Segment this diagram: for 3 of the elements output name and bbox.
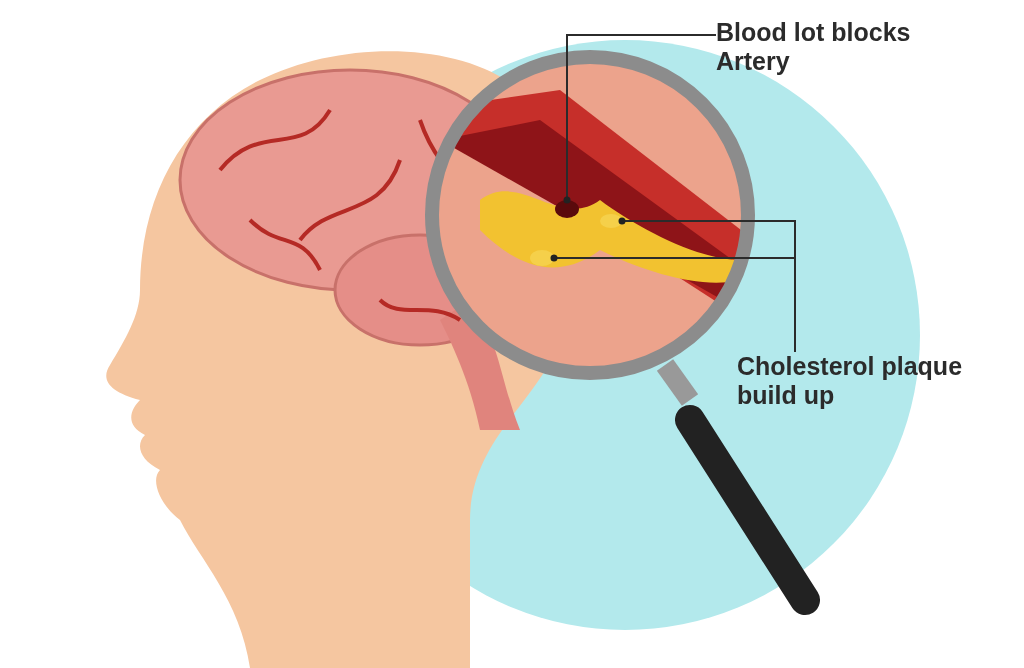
leader-line (563, 34, 717, 204)
callout-label: Cholesterol plaque build up (737, 352, 1007, 410)
callout-label: Blood lot blocks Artery (716, 18, 976, 76)
